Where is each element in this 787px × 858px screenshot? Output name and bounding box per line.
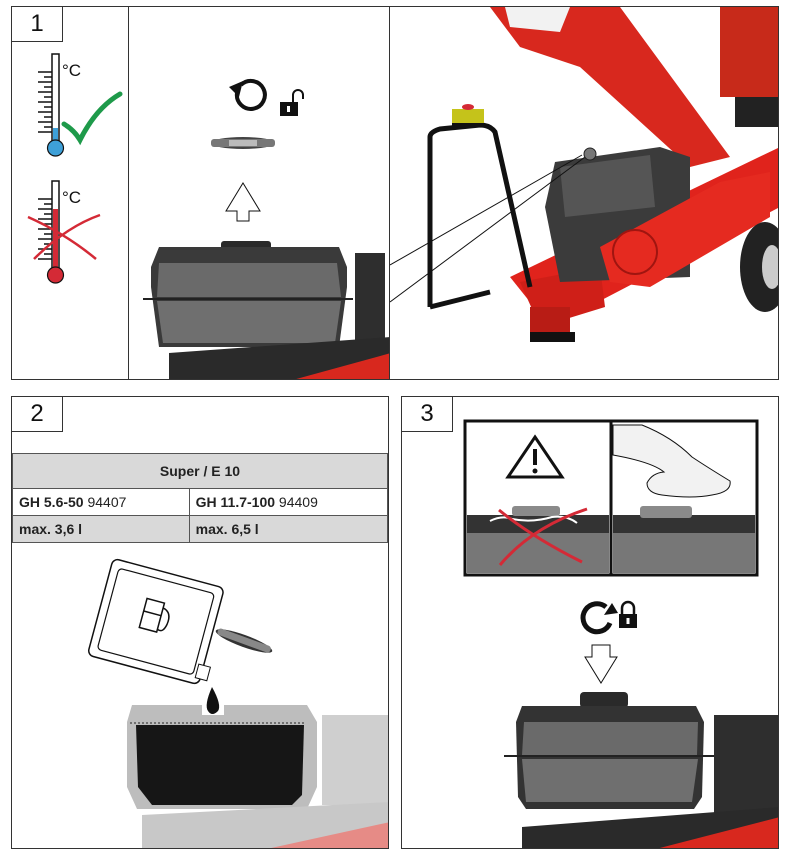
fuel-type-header: Super / E 10 xyxy=(12,453,388,489)
model-cell: GH 5.6-50 94407 xyxy=(12,488,190,516)
rotate-ccw-icon xyxy=(229,78,267,111)
capacity-cell: max. 3,6 l xyxy=(12,515,190,543)
fuel-tank-cutaway-image xyxy=(127,705,388,848)
warning-icon xyxy=(505,434,565,479)
step-number: 3 xyxy=(402,397,453,432)
arrow-up-icon xyxy=(225,182,261,222)
svg-text:°C: °C xyxy=(62,61,81,80)
step3-close-cap-panel: 3 xyxy=(401,396,779,849)
chipper-machine-image xyxy=(390,7,778,342)
step1-machine-overview-panel xyxy=(389,6,779,380)
model-cell: GH 11.7-100 94409 xyxy=(188,488,388,516)
check-icon xyxy=(61,91,123,146)
lock-icon xyxy=(619,600,637,628)
fuel-tank-image xyxy=(504,692,778,848)
step-number: 1 xyxy=(12,7,63,42)
fuel-capacity-table: Super / E 10 GH 5.6-50 94407 GH 11.7-100… xyxy=(12,453,388,543)
svg-text:°C: °C xyxy=(62,188,81,207)
fuel-cap-icon xyxy=(211,137,275,149)
fuel-pump-icon xyxy=(138,597,170,634)
thermometer-cold-icon: °C xyxy=(38,53,123,157)
capacity-cell: max. 6,5 l xyxy=(188,515,388,543)
thermometer-hot-icon: °C xyxy=(27,180,101,284)
fuel-canister-icon xyxy=(87,558,224,685)
fuel-cap-icon xyxy=(215,628,273,653)
step-number: 2 xyxy=(12,397,63,432)
step1-open-cap-panel xyxy=(128,6,390,380)
rotate-cw-icon xyxy=(580,601,618,635)
cross-icon xyxy=(27,213,101,260)
arrow-down-icon xyxy=(584,644,618,684)
hand-wiping-icon xyxy=(612,424,731,498)
step2-fill-fuel-panel: 2 Super / E 10 GH 5.6-50 94407 GH 11.7-1… xyxy=(11,396,389,849)
cross-icon xyxy=(498,507,588,566)
unlock-icon xyxy=(280,89,304,116)
fuel-tank-image xyxy=(143,241,389,379)
fuel-drop-icon xyxy=(206,687,220,714)
step1-temperature-panel: 1 °C °C xyxy=(11,6,129,380)
